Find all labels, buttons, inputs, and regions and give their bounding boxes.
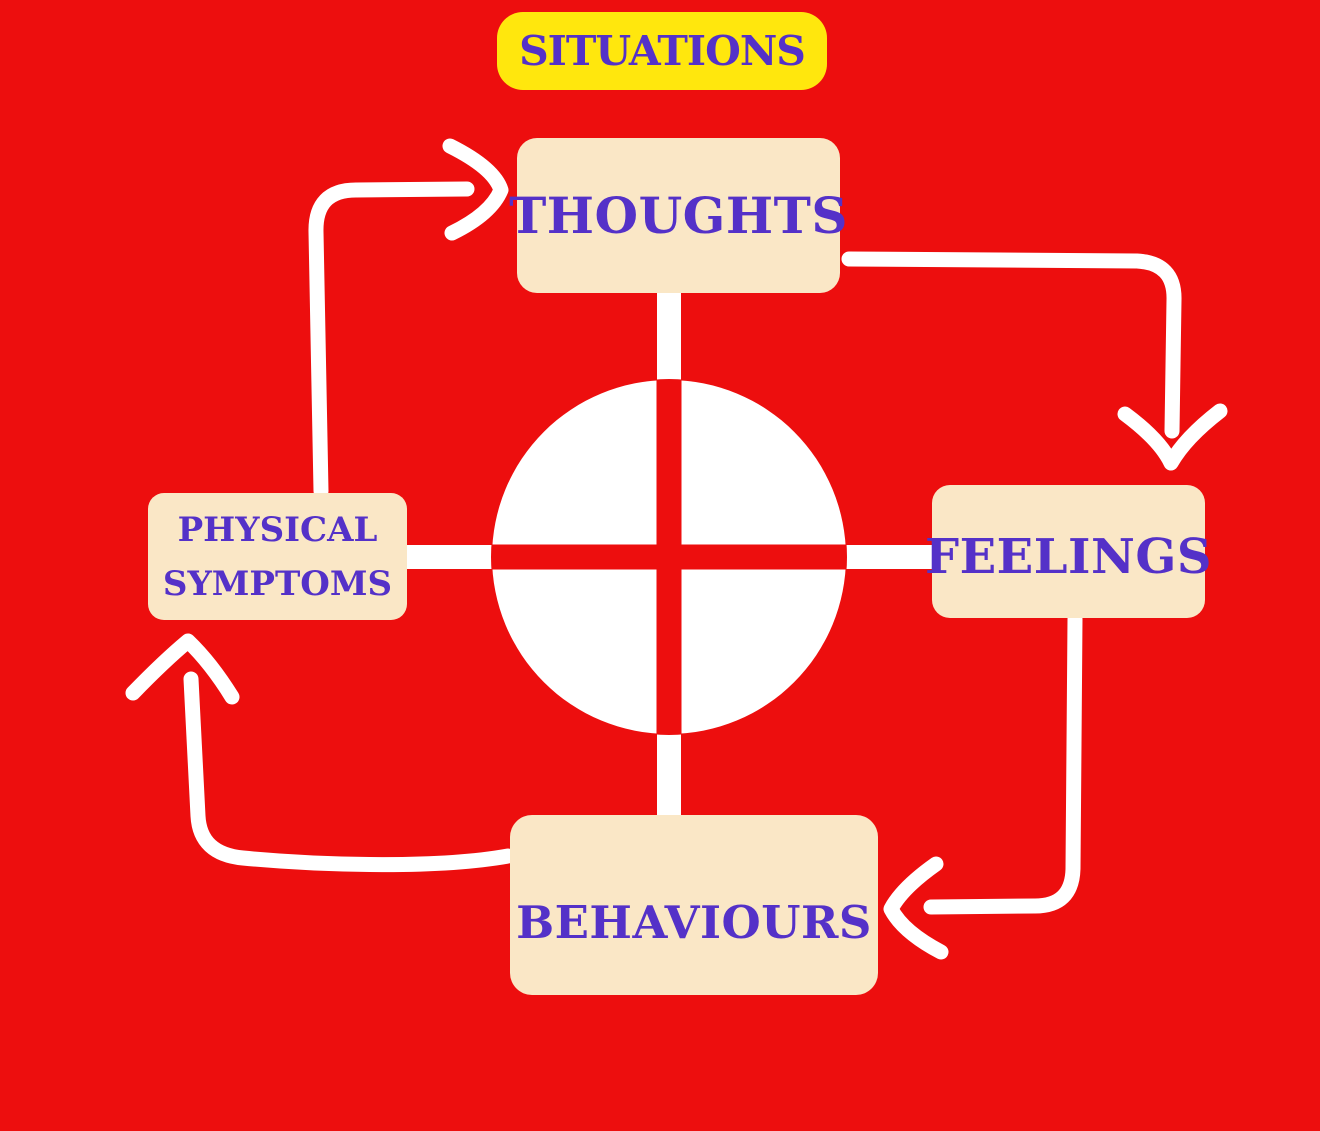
arrowhead-down-icon: [1117, 403, 1228, 471]
node-feelings: FEELINGS: [925, 485, 1212, 618]
arrow-thoughts-to-feelings: [841, 251, 1182, 439]
physical-symptoms-label-line2: SYMPTOMS: [162, 563, 393, 604]
arrow-physical-to-thoughts: [308, 181, 475, 499]
hub-cross: [491, 379, 847, 735]
arrowhead-right-icon: [442, 138, 509, 241]
situations-label: SITUATIONS: [519, 27, 806, 75]
feelings-label: FEELINGS: [925, 528, 1212, 585]
node-behaviours: BEHAVIOURS: [510, 815, 878, 995]
hub-cross-horizontal: [491, 544, 847, 570]
arrowhead-up-icon: [125, 633, 240, 705]
node-thoughts: THOUGHTS: [509, 138, 847, 293]
situations-badge: SITUATIONS: [497, 12, 827, 90]
behaviours-label: BEHAVIOURS: [516, 895, 872, 949]
arrowhead-left-icon: [883, 856, 949, 960]
node-physical-symptoms: PHYSICAL SYMPTOMS: [148, 493, 407, 620]
arrow-feelings-to-behaviours: [923, 611, 1083, 915]
thoughts-label: THOUGHTS: [509, 186, 848, 245]
physical-symptoms-label-line1: PHYSICAL: [177, 509, 378, 550]
arrow-behaviours-to-physical: [183, 671, 516, 873]
